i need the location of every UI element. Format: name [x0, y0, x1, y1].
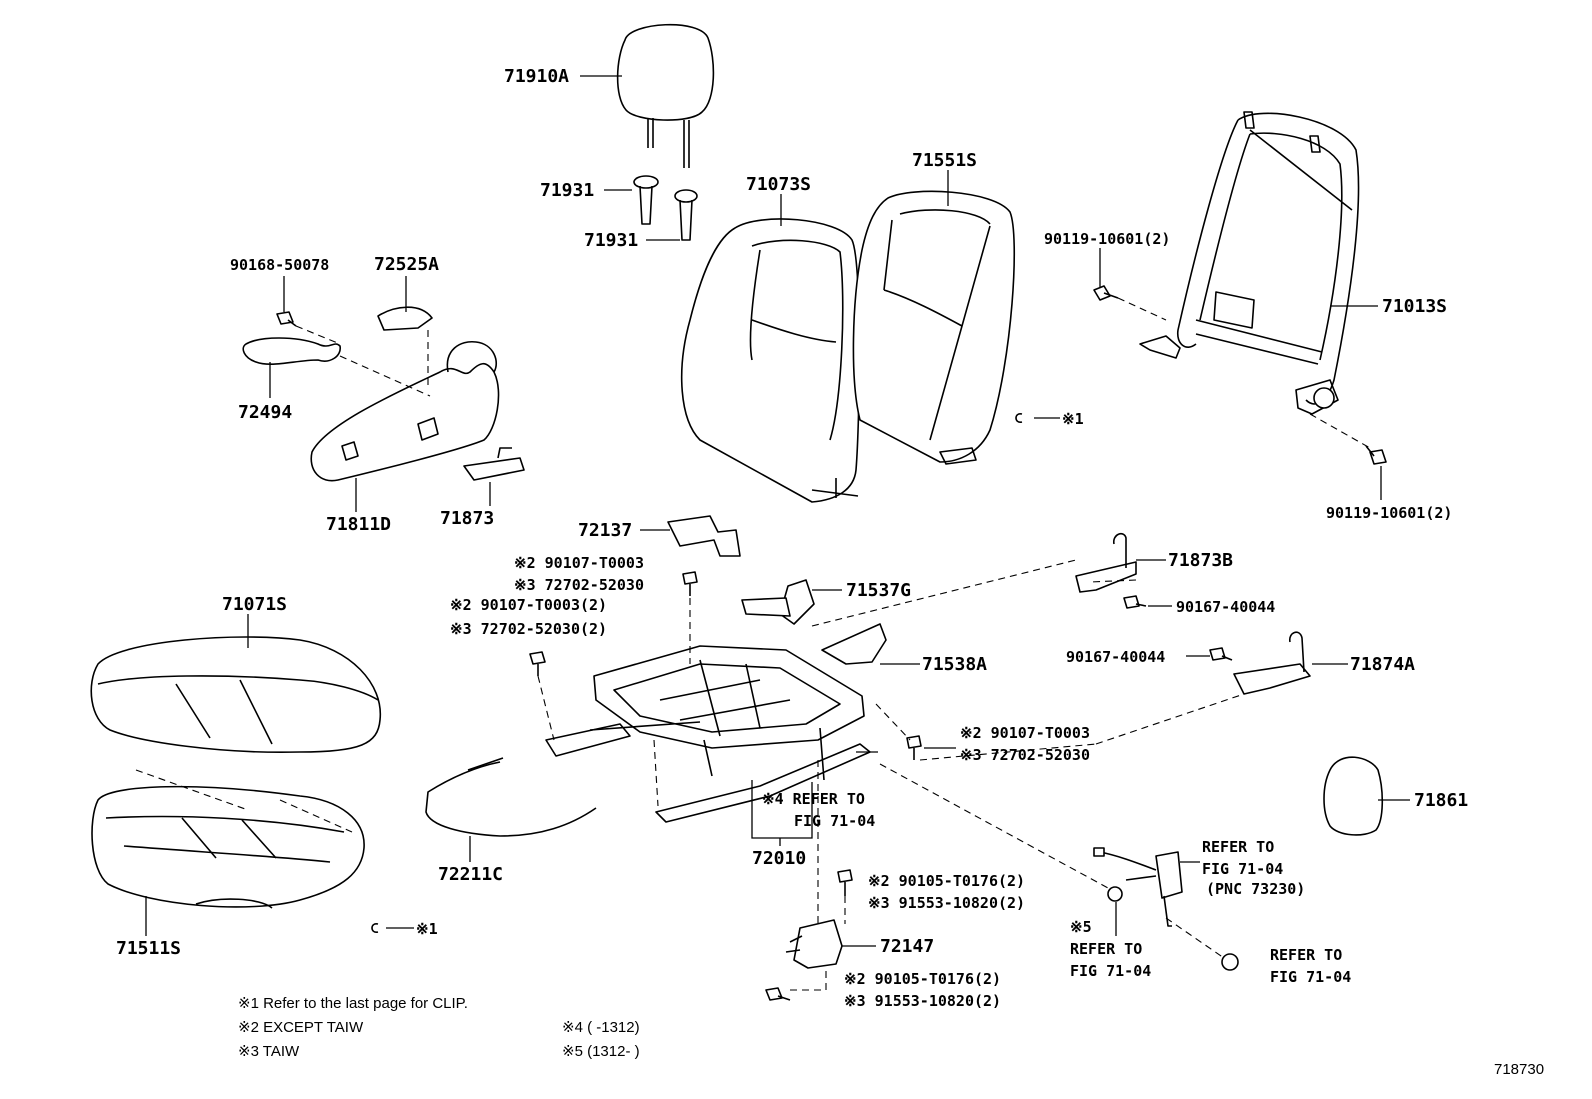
callout-belt-ref-line2[interactable]: FIG 71-04 [1202, 860, 1283, 878]
label-90119-top[interactable]: 90119-10601(2) [1044, 230, 1170, 248]
callout-nut-ref-line1[interactable]: REFER TO [1270, 946, 1342, 964]
clip-mark-lower: ※1 [416, 920, 438, 938]
seat-adjuster-drawing [545, 515, 887, 823]
dashed-lines [135, 297, 1371, 991]
callout-nut-ref-line2[interactable]: FIG 71-04 [1270, 968, 1351, 986]
label-72494[interactable]: 72494 [238, 402, 292, 423]
wire-drawing [425, 757, 597, 837]
label-72211C[interactable]: 72211C [438, 864, 503, 885]
label-71538A[interactable]: 71538A [922, 654, 987, 675]
footnote-4: ※4 ( -1312) [562, 1019, 640, 1036]
callout-bolt-left-line1: ※2 90107-T0003(2) [450, 596, 607, 614]
leader-lines [145, 75, 1410, 947]
label-71537G[interactable]: 71537G [846, 580, 911, 601]
label-90119-bottom[interactable]: 90119-10601(2) [1326, 504, 1452, 522]
callout-bolt-low-line2: ※3 91553-10820(2) [844, 992, 1001, 1010]
callout-labels: ※2 90107-T0003 ※3 72702-52030 ※2 90107-T… [416, 410, 1351, 1010]
callout-belt-ref-line3[interactable]: (PNC 73230) [1206, 880, 1305, 898]
label-71071S[interactable]: 71071S [222, 594, 287, 615]
seatback-frame-drawing [1139, 111, 1360, 415]
label-71874A[interactable]: 71874A [1350, 654, 1415, 675]
footnote-5: ※5 (1312- ) [562, 1043, 640, 1060]
side-shield-drawing [242, 306, 525, 482]
seat-belt-buckle-drawing [1093, 847, 1183, 927]
label-90167-40044-lower[interactable]: 90167-40044 [1066, 648, 1165, 666]
callout-bolt-upper-line1: ※2 90107-T0003 [514, 554, 644, 572]
label-71873B[interactable]: 71873B [1168, 550, 1233, 571]
label-90168-50078[interactable]: 90168-50078 [230, 256, 329, 274]
headrest-guide-drawing [633, 175, 698, 241]
label-71551S[interactable]: 71551S [912, 150, 977, 171]
label-71013S[interactable]: 71013S [1382, 296, 1447, 317]
label-71861[interactable]: 71861 [1414, 790, 1468, 811]
label-71873[interactable]: 71873 [440, 508, 494, 529]
bolt-drawings [276, 285, 1387, 1001]
callout-bolt-right-line2: ※3 72702-52030 [960, 746, 1090, 764]
footnotes: ※1 Refer to the last page for CLIP. ※2 E… [238, 995, 1544, 1078]
clip-mark-upper: ※1 [1062, 410, 1084, 428]
figure-id: 718730 [1494, 1061, 1544, 1078]
callout-bolt-upper-line2: ※3 72702-52030 [514, 576, 644, 594]
callout-bolt-right-line1: ※2 90107-T0003 [960, 724, 1090, 742]
callout-refer-5-line2[interactable]: FIG 71-04 [1070, 962, 1151, 980]
callout-bolt-mid-line1: ※2 90105-T0176(2) [868, 872, 1025, 890]
footnote-3: ※3 TAIW [238, 1043, 300, 1060]
label-72147[interactable]: 72147 [880, 936, 934, 957]
callout-bolt-low-line1: ※2 90105-T0176(2) [844, 970, 1001, 988]
bracket-drawing [785, 919, 843, 969]
cover-71861-drawing [1323, 756, 1384, 836]
part-labels: 71910A 71931 71931 71073S 71551S 90119-1… [116, 66, 1468, 959]
clip-symbols [371, 413, 1023, 933]
label-90167-40044-upper[interactable]: 90167-40044 [1176, 598, 1275, 616]
label-71931-lower[interactable]: 71931 [584, 230, 638, 251]
footnote-2: ※2 EXCEPT TAIW [238, 1019, 364, 1036]
label-71931-upper[interactable]: 71931 [540, 180, 594, 201]
headrest-drawing [616, 23, 715, 168]
callout-belt-ref-line1[interactable]: REFER TO [1202, 838, 1274, 856]
callout-refer-4-line2: FIG 71-04 [794, 812, 875, 830]
label-72525A[interactable]: 72525A [374, 254, 439, 275]
footnote-1: ※1 Refer to the last page for CLIP. [238, 995, 468, 1012]
seatback-cover-drawing [680, 218, 861, 503]
label-71511S[interactable]: 71511S [116, 938, 181, 959]
label-71073S[interactable]: 71073S [746, 174, 811, 195]
seatback-pad-drawing [852, 190, 1016, 465]
recliner-brackets-drawing [1075, 532, 1311, 695]
label-72010[interactable]: 72010 [752, 848, 806, 869]
callout-refer-5-mark: ※5 [1070, 918, 1092, 936]
label-72137[interactable]: 72137 [578, 520, 632, 541]
callout-refer-5-line1[interactable]: REFER TO [1070, 940, 1142, 958]
callout-bolt-mid-line2: ※3 91553-10820(2) [868, 894, 1025, 912]
seat-cushion-drawing [90, 636, 382, 909]
label-71910A[interactable]: 71910A [504, 66, 569, 87]
callout-bolt-left-line2: ※3 72702-52030(2) [450, 620, 607, 638]
label-71811D[interactable]: 71811D [326, 514, 391, 535]
callout-refer-4-line1: ※4 REFER TO [762, 790, 865, 808]
